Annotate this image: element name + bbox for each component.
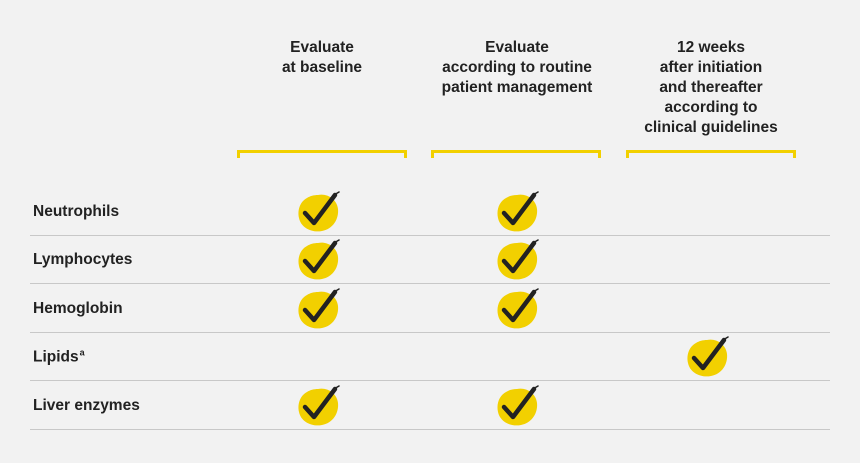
check-icon	[492, 237, 542, 283]
footnote-marker: a	[79, 346, 85, 357]
check-icon	[492, 286, 542, 332]
row-label-text: Lymphocytes	[33, 250, 133, 268]
row-label: Lipidsa	[33, 347, 85, 366]
header-line: at baseline	[281, 59, 363, 76]
header-line: Evaluate	[485, 39, 549, 56]
header-line: 12 weeks	[676, 39, 746, 56]
header-line: according to	[664, 99, 758, 116]
row-label: Lymphocytes	[33, 251, 132, 269]
column-bracket-12-weeks	[626, 150, 796, 158]
table-row: Neutrophils	[30, 188, 830, 236]
table-row: Hemoglobin	[30, 285, 830, 333]
table-row: Lymphocytes	[30, 236, 830, 284]
column-bracket-baseline	[237, 150, 407, 158]
check-icon	[492, 383, 542, 429]
header-line: patient management	[441, 79, 593, 96]
row-label-text: Lipids	[33, 348, 79, 366]
row-label-text: Hemoglobin	[33, 299, 123, 317]
check-icon	[293, 286, 343, 332]
column-header-routine: Evaluate according to routine patient ma…	[417, 38, 617, 98]
row-label: Neutrophils	[33, 203, 119, 221]
check-icon	[492, 189, 542, 235]
table-row: Lipidsa	[30, 333, 830, 381]
row-label: Liver enzymes	[33, 397, 140, 415]
header-line: clinical guidelines	[644, 119, 778, 136]
header-line: according to routine	[442, 59, 592, 76]
row-label-text: Liver enzymes	[33, 396, 140, 414]
check-icon	[293, 237, 343, 283]
table-row: Liver enzymes	[30, 382, 830, 430]
header-line: after initiation	[659, 59, 763, 76]
check-icon	[682, 334, 732, 380]
row-label: Hemoglobin	[33, 300, 123, 318]
check-icon	[293, 189, 343, 235]
header-line: Evaluate	[290, 39, 354, 56]
column-header-baseline: Evaluate at baseline	[232, 38, 412, 78]
column-header-12-weeks: 12 weeks after initiation and thereafter…	[616, 38, 806, 138]
row-label-text: Neutrophils	[33, 202, 120, 220]
column-bracket-routine	[431, 150, 601, 158]
header-line: and thereafter	[659, 79, 763, 96]
check-icon	[293, 383, 343, 429]
